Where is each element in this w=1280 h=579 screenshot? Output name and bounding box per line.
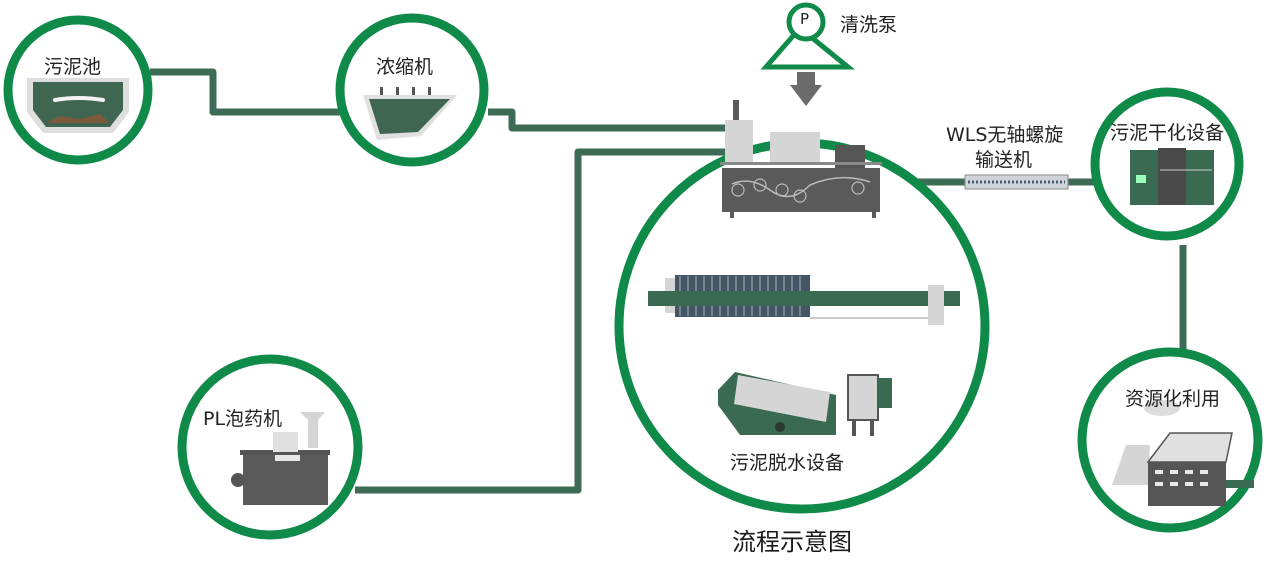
thickener-icon bbox=[363, 87, 457, 140]
label-conveyor-line2: 输送机 bbox=[975, 149, 1033, 171]
pump-symbol: P bbox=[800, 10, 810, 28]
ring-dosing bbox=[177, 354, 363, 540]
filter-press-icon bbox=[648, 275, 960, 325]
label-wash-pump: 清洗泵 bbox=[840, 14, 898, 36]
label-reuse: 资源化利用 bbox=[1125, 388, 1221, 410]
diagram-title: 流程示意图 bbox=[732, 528, 852, 556]
dosing-machine-icon bbox=[231, 412, 330, 505]
sludge-tank-icon bbox=[27, 78, 129, 133]
belt-press-icon bbox=[720, 100, 882, 218]
pipe-dosing-to-press bbox=[355, 148, 725, 494]
screw-press-icon bbox=[718, 372, 892, 436]
factory-icon bbox=[1112, 400, 1254, 506]
label-thickener: 浓缩机 bbox=[376, 56, 434, 78]
label-dewatering: 污泥脱水设备 bbox=[730, 452, 845, 474]
label-sludge-tank: 污泥池 bbox=[44, 56, 102, 78]
pipes bbox=[150, 68, 1187, 494]
pipe-thickener-to-press bbox=[488, 108, 725, 132]
label-conveyor-line1: WLS无轴螺旋 bbox=[946, 124, 1064, 146]
label-dosing: PL泡药机 bbox=[203, 408, 283, 430]
label-dryer: 污泥干化设备 bbox=[1110, 122, 1225, 144]
pipe-tank-to-thickener bbox=[150, 68, 340, 116]
pump-icon bbox=[760, 2, 856, 106]
dryer-icon bbox=[1130, 148, 1214, 205]
screw-conveyor-icon bbox=[964, 174, 1069, 190]
